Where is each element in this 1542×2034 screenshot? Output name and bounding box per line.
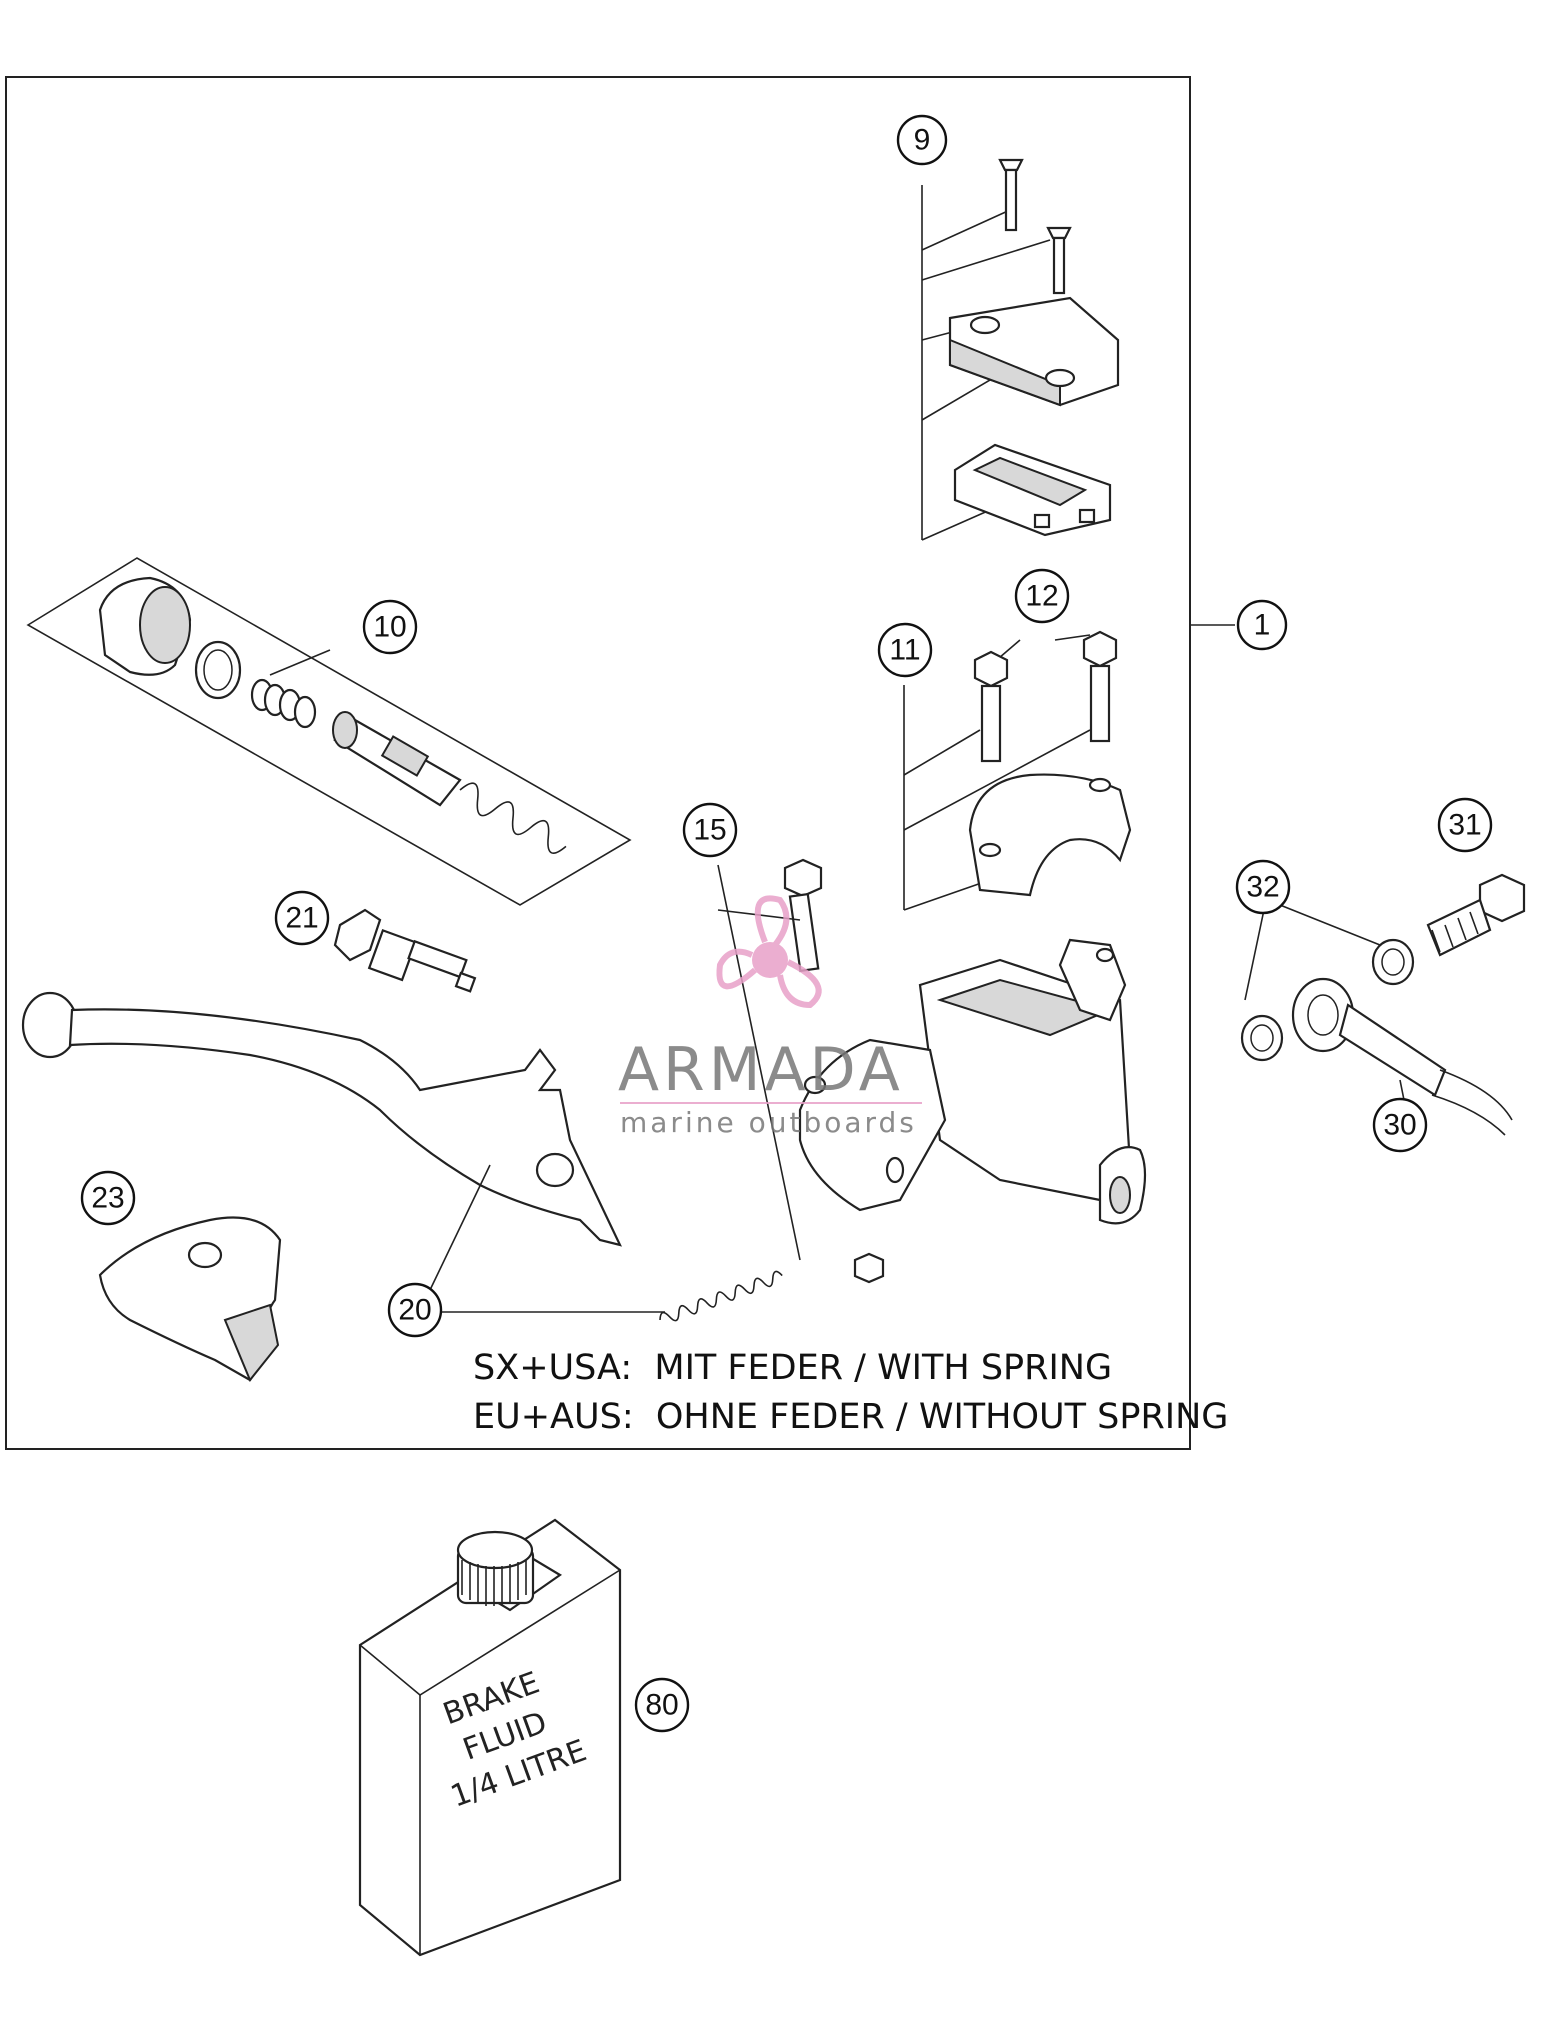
watermark-brand: ARMADA — [618, 1035, 904, 1105]
adjuster-screw — [333, 908, 477, 993]
callout-80: 80 — [634, 1677, 690, 1733]
svg-text:11: 11 — [889, 634, 920, 667]
svg-text:20: 20 — [398, 1294, 431, 1327]
svg-text:30: 30 — [1383, 1109, 1416, 1142]
svg-text:1: 1 — [1254, 609, 1271, 642]
svg-text:31: 31 — [1448, 809, 1481, 842]
brake-line-assembly — [1240, 873, 1526, 1136]
master-cylinder-body — [798, 938, 1147, 1225]
callout-9: 9 — [896, 114, 948, 166]
callout-23: 23 — [80, 1170, 136, 1226]
piston-kit — [26, 557, 632, 906]
spring-note-line1: SX+USA: MIT FEDER / WITH SPRING — [473, 1348, 1113, 1388]
brake-fluid-can: BRAKE FLUID 1/4 LITRE — [358, 1518, 622, 1957]
callout-12: 12 — [1014, 568, 1070, 624]
pivot-bolt-nut — [717, 858, 885, 1284]
svg-text:23: 23 — [91, 1182, 124, 1215]
brake-lever — [21, 991, 783, 1322]
diagram-frame — [5, 76, 1191, 1450]
svg-text:12: 12 — [1025, 580, 1058, 613]
callout-10: 10 — [362, 599, 418, 655]
callout-32: 32 — [1235, 859, 1291, 915]
spring-note-line2: EU+AUS: OHNE FEDER / WITHOUT SPRING — [473, 1397, 1229, 1437]
callout-21: 21 — [274, 890, 330, 946]
callout-1: 1 — [1236, 599, 1288, 651]
lever-protector — [98, 1216, 282, 1382]
svg-text:32: 32 — [1246, 871, 1279, 904]
svg-text:15: 15 — [693, 814, 726, 847]
svg-text:10: 10 — [373, 611, 406, 644]
svg-text:21: 21 — [285, 902, 318, 935]
watermark-tagline: marine outboards — [620, 1106, 917, 1139]
callout-20: 20 — [387, 1282, 443, 1338]
clamp-assembly — [903, 630, 1132, 911]
callout-11: 11 — [877, 622, 933, 678]
callout-31: 31 — [1437, 797, 1493, 853]
propeller-logo-icon — [716, 895, 822, 1009]
svg-text:9: 9 — [914, 124, 931, 157]
reservoir-cover-assembly — [921, 158, 1120, 541]
callout-30: 30 — [1372, 1097, 1428, 1153]
callout-15: 15 — [682, 802, 738, 858]
watermark: ARMADA marine outboards — [618, 895, 922, 1139]
svg-text:80: 80 — [645, 1689, 678, 1722]
